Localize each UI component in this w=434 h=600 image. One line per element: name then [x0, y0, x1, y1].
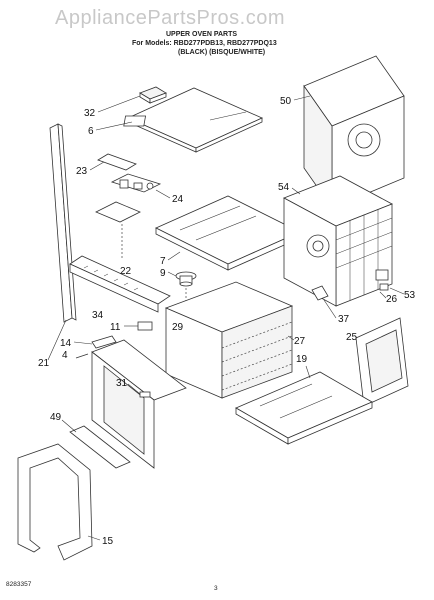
callout-11: 11 — [110, 322, 121, 333]
callout-7: 7 — [160, 256, 166, 267]
callout-9: 9 — [160, 268, 166, 279]
header-models: For Models: RBD277PDB13, RBD277PDQ13 — [132, 40, 277, 47]
part-23-bracket[interactable] — [97, 153, 137, 171]
header-colors: (BLACK) (BISQUE/WHITE) — [178, 49, 265, 56]
callout-50: 50 — [280, 96, 292, 107]
diagram-header: UPPER OVEN PARTS For Models: RBD277PDB13… — [132, 31, 277, 56]
part-34-control-panel[interactable] — [69, 255, 171, 313]
callout-54: 54 — [278, 182, 290, 193]
part-14-hinge[interactable] — [91, 335, 117, 349]
callout-31: 31 — [116, 378, 128, 389]
callout-29: 29 — [172, 322, 184, 333]
part-31-bumper[interactable] — [139, 391, 151, 398]
callout-34: 34 — [92, 310, 104, 321]
callout-53: 53 — [404, 290, 416, 301]
part-24-control-board[interactable] — [110, 173, 162, 193]
part-6-top-cover[interactable] — [123, 87, 263, 153]
callout-37: 37 — [338, 314, 350, 325]
callout-6: 6 — [88, 126, 94, 137]
callout-24: 24 — [172, 194, 184, 205]
part-50-rear-panel[interactable] — [303, 55, 405, 210]
part-53-clip[interactable] — [379, 283, 389, 291]
callout-4: 4 — [62, 350, 68, 361]
part-32-switch[interactable] — [139, 86, 167, 104]
part-26-switch[interactable] — [375, 269, 389, 281]
callout-25: 25 — [346, 332, 358, 343]
part-door-frame[interactable] — [91, 339, 187, 469]
callout-19: 19 — [296, 354, 308, 365]
callout-22: 22 — [120, 266, 132, 277]
callout-23: 23 — [76, 166, 88, 177]
part-27-oven-cavity[interactable] — [164, 281, 294, 399]
header-title: UPPER OVEN PARTS — [166, 31, 237, 38]
callout-21: 21 — [38, 358, 50, 369]
part-19-bottom-tray[interactable] — [235, 371, 373, 445]
page-number: 3 — [214, 585, 218, 592]
callout-32: 32 — [84, 108, 96, 119]
callout-14: 14 — [60, 338, 72, 349]
callout-15: 15 — [102, 536, 114, 547]
part-21-side-trim[interactable] — [49, 123, 77, 323]
part-22-plate[interactable] — [95, 201, 141, 258]
part-15-gasket[interactable] — [17, 443, 93, 561]
part-4-screw[interactable] — [75, 353, 89, 359]
doc-number: 8283357 — [6, 581, 32, 588]
part-9-sensor[interactable] — [175, 271, 197, 310]
callout-labels: 32 6 23 24 22 7 9 34 11 29 27 14 4 21 31… — [38, 95, 416, 547]
part-49-bottom-trim[interactable] — [69, 425, 131, 469]
part-25-side-panel[interactable] — [355, 317, 409, 407]
part-37-hanger[interactable] — [311, 285, 329, 301]
part-11-screw[interactable] — [124, 321, 153, 331]
watermark-text: AppliancePartsPros.com — [55, 7, 285, 29]
part-54-back-assembly[interactable] — [283, 175, 393, 307]
callout-27: 27 — [294, 336, 306, 347]
callout-49: 49 — [50, 412, 62, 423]
callout-26: 26 — [386, 294, 398, 305]
part-7-base-panel[interactable] — [155, 195, 301, 271]
